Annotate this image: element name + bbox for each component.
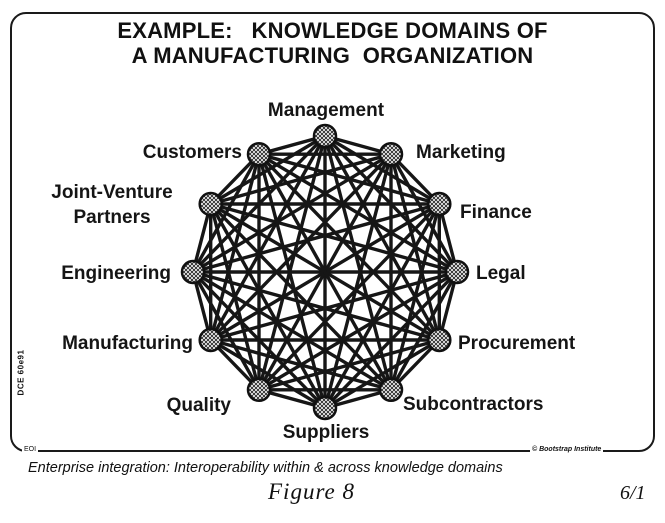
label-marketing: Marketing <box>416 142 506 163</box>
edge-finance-customers <box>257 152 441 206</box>
edge-quality-engineering <box>191 270 261 392</box>
edge-legal-customers <box>257 152 459 274</box>
connection-lines <box>191 134 459 410</box>
node-suppliers <box>312 395 338 421</box>
eoi-tag: EOI <box>22 446 39 453</box>
edge-marketing-manufacturing <box>208 152 393 342</box>
page-number: 6/1 <box>620 482 646 504</box>
edge-procurement-engineering <box>191 270 441 342</box>
edge-engineering-customers <box>191 152 261 274</box>
edge-subcontractors-customers <box>257 152 393 392</box>
edge-subcontractors-engineering <box>191 270 393 392</box>
node-marketing <box>378 141 404 167</box>
node-management <box>312 123 338 149</box>
edge-legal-joint-venture-partners <box>208 202 459 274</box>
label-finance: Finance <box>460 202 532 223</box>
label-manufacturing: Manufacturing <box>62 333 193 354</box>
node-quality <box>246 377 272 403</box>
edge-manufacturing-customers <box>208 152 261 342</box>
side-code: DCE 60e91 <box>16 342 26 403</box>
edge-suppliers-customers <box>257 152 327 410</box>
label-subcontractors: Subcontractors <box>403 394 543 415</box>
title-line-2: A MANUFACTURING ORGANIZATION <box>131 43 534 68</box>
label-suppliers: Suppliers <box>283 422 370 443</box>
label-management: Management <box>268 100 385 121</box>
slide-frame <box>10 12 655 452</box>
label-joint-venture: Joint-Venture <box>51 182 172 203</box>
copyright-notice: © Bootstrap Institute <box>530 446 604 453</box>
label-partners: Partners <box>73 207 150 228</box>
label-procurement: Procurement <box>458 333 576 354</box>
edge-suppliers-joint-venture-partners <box>208 202 327 410</box>
edge-management-subcontractors <box>323 134 393 392</box>
label-legal: Legal <box>476 263 526 284</box>
edge-marketing-suppliers <box>323 152 393 410</box>
edge-legal-manufacturing <box>208 270 459 342</box>
node-manufacturing <box>198 327 223 353</box>
edge-management-quality <box>257 134 327 392</box>
figure-label: Figure 8 <box>268 479 355 504</box>
node-customers <box>246 141 272 167</box>
edge-finance-quality <box>257 202 441 392</box>
node-joint-venture-partners <box>198 191 223 217</box>
domain-nodes <box>180 123 470 421</box>
edge-quality-joint-venture-partners <box>208 202 261 392</box>
slide-title: EXAMPLE: KNOWLEDGE DOMAINS OF A MANUFACT… <box>0 18 665 68</box>
node-engineering <box>180 259 206 285</box>
figure-caption: Enterprise integration: Interoperability… <box>28 460 503 476</box>
edge-finance-engineering <box>191 202 441 274</box>
title-line-1: EXAMPLE: KNOWLEDGE DOMAINS OF <box>117 18 548 43</box>
label-customers: Customers <box>143 142 242 163</box>
label-quality: Quality <box>167 395 232 416</box>
edge-procurement-customers <box>257 152 441 342</box>
node-legal <box>444 259 470 285</box>
edge-suppliers-manufacturing <box>208 338 327 410</box>
edge-subcontractors-joint-venture-partners <box>208 202 393 392</box>
label-engineering: Engineering <box>61 263 171 284</box>
node-finance <box>427 191 452 217</box>
node-subcontractors <box>378 377 404 403</box>
node-procurement <box>427 327 452 353</box>
